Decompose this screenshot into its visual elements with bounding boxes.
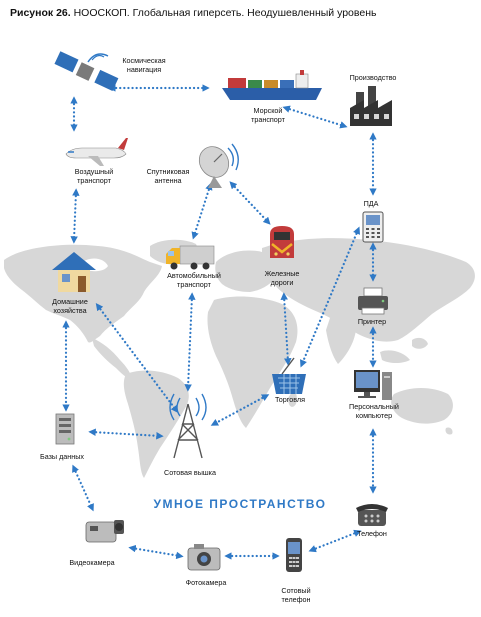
link-dish-truck — [191, 182, 213, 240]
factory-icon — [350, 86, 392, 126]
label-pda: ПДА — [363, 199, 379, 208]
shopping-basket-icon — [272, 357, 306, 394]
figure-title: НООСКОП. Глобальная гиперсеть. Неодушевл… — [73, 7, 377, 19]
link-db-tower — [88, 428, 164, 440]
mobile-phone-icon — [286, 538, 302, 572]
smart-space-heading: УМНОЕ ПРОСТРАНСТВО — [153, 497, 327, 511]
label-photo: Фотокамера — [185, 578, 227, 587]
cargo-ship-icon — [222, 70, 322, 100]
label-air: Воздушный транспорт — [74, 167, 114, 185]
satellite-dish-icon — [198, 143, 239, 188]
link-shop-tower — [210, 394, 270, 426]
printer-icon — [358, 287, 388, 315]
label-pc: Персональный компьютер — [349, 402, 399, 420]
label-cell: Сотовый телефон — [281, 586, 311, 604]
label-shop: Торговля — [274, 395, 306, 404]
video-camera-icon — [85, 520, 124, 543]
link-air-home — [70, 188, 80, 244]
truck-icon — [166, 245, 215, 270]
link-db-video — [72, 464, 94, 512]
link-phone-cell — [308, 529, 362, 553]
house-icon — [52, 252, 96, 292]
photo-camera-icon — [187, 544, 221, 571]
label-phone: Телефон — [357, 529, 387, 538]
telephone-icon — [356, 504, 388, 526]
link-rail-shop — [280, 292, 292, 366]
figure-number: Рисунок 26. — [10, 7, 71, 19]
link-truck-tower — [184, 292, 196, 392]
database-server-icon — [55, 413, 75, 445]
link-home-tower — [95, 303, 179, 413]
label-tower: Сотовая вышка — [164, 468, 216, 477]
label-satnav: Космическая навигация — [122, 56, 166, 74]
label-truck: Автомобильный транспорт — [167, 271, 221, 289]
train-icon — [270, 226, 294, 258]
label-factory: Производство — [349, 73, 397, 82]
satellite-icon — [54, 51, 119, 91]
label-db: Базы данных — [40, 452, 84, 461]
pda-icon — [362, 211, 384, 243]
link-dish-rail — [229, 181, 271, 225]
cell-tower-icon — [169, 393, 207, 459]
label-rail: Железные дороги — [264, 269, 300, 287]
link-video-photo — [128, 544, 184, 560]
label-dish: Спутниковая антенна — [146, 167, 190, 185]
label-sea: Морской транспорт — [251, 106, 285, 124]
label-printer: Принтер — [357, 317, 387, 326]
label-home: Домашние хозяйства — [52, 297, 88, 315]
computer-icon — [354, 370, 392, 400]
figure-caption: Рисунок 26. НООСКОП. Глобальная гиперсет… — [10, 7, 376, 19]
airplane-icon — [65, 138, 128, 166]
label-video: Видеокамера — [69, 558, 115, 567]
link-pda-shop — [299, 226, 361, 368]
